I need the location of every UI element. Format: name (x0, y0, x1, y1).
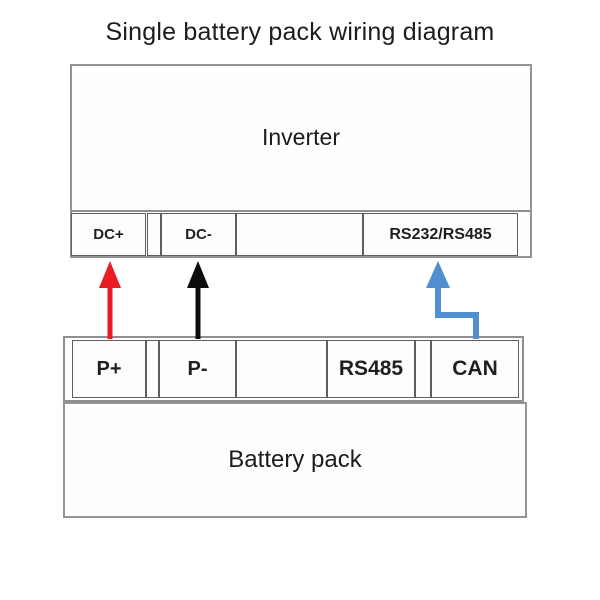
battery-port-p-plus: P+ (72, 340, 146, 398)
inverter-port-dc-minus: DC- (161, 213, 236, 256)
battery-port-spacer-2 (415, 340, 431, 398)
inverter-label: Inverter (262, 123, 340, 150)
positive-dc-arrow-head (99, 261, 121, 288)
negative-dc-arrow (187, 261, 209, 339)
can-comm-arrow-head (426, 261, 450, 288)
battery-port-spacer (146, 340, 159, 398)
battery-port-blank (236, 340, 327, 398)
battery-port-rs485: RS485 (327, 340, 415, 398)
inverter-port-spacer (147, 213, 161, 256)
battery-port-can: CAN (431, 340, 519, 398)
inverter-port-row-divider (70, 210, 532, 212)
inverter-port-blank (236, 213, 363, 256)
battery-pack-label: Battery pack (228, 446, 362, 473)
inverter-port-dc-plus: DC+ (71, 213, 146, 256)
diagram-title: Single battery pack wiring diagram (105, 18, 495, 46)
can-comm-arrow (426, 261, 479, 339)
battery-pack-box (63, 402, 527, 518)
inverter-port-rs232-rs485: RS232/RS485 (363, 213, 518, 256)
positive-dc-arrow (99, 261, 121, 339)
battery-port-p-minus: P- (159, 340, 236, 398)
negative-dc-arrow-head (187, 261, 209, 288)
can-comm-arrow-shaft (435, 286, 479, 339)
